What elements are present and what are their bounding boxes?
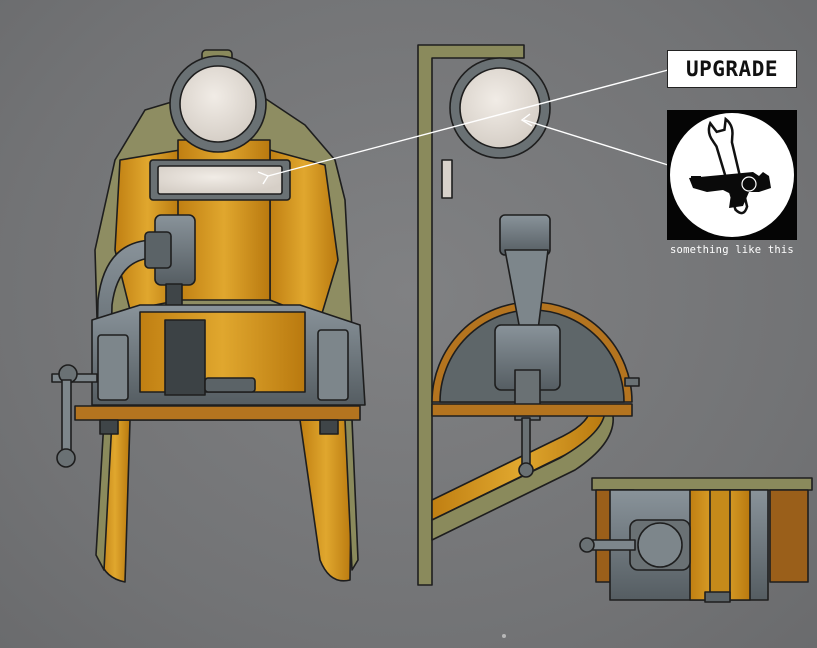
callout-arrows <box>257 69 669 185</box>
small-dot <box>502 634 506 638</box>
upgrade-label: UPGRADE <box>667 50 797 88</box>
icon-caption: something like this <box>670 244 794 256</box>
upgrade-icon-box <box>667 110 797 240</box>
side-view-machine <box>417 44 640 586</box>
wrench-and-revolver-icon <box>670 113 794 237</box>
front-view-machine <box>51 49 366 583</box>
top-view-machine <box>579 477 813 603</box>
